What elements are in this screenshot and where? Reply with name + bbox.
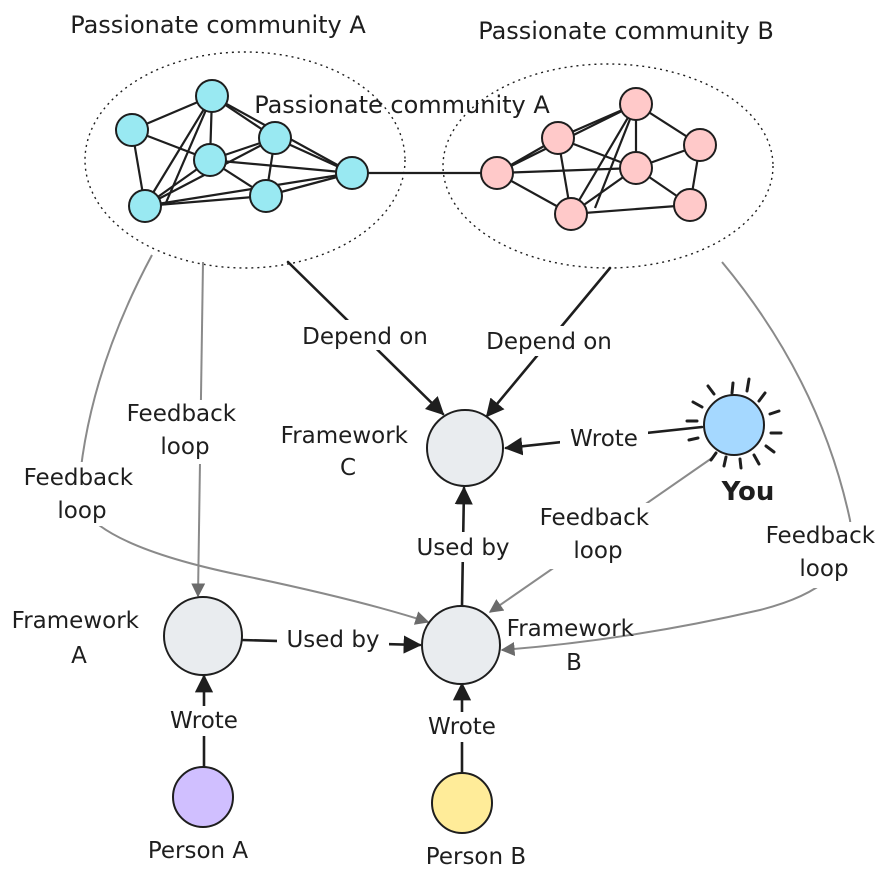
feedback-loop-you-bg (536, 503, 660, 569)
community-a-inner-title: Passionate community A (254, 91, 550, 119)
community-b-node (683, 128, 717, 162)
feedback-loop-right-label: Feedback loop (766, 523, 883, 582)
framework-a-label: Framework A (12, 608, 147, 669)
wrote-person-b-label: Wrote (428, 714, 496, 740)
community-a-node (335, 156, 369, 190)
framework-a-node (163, 596, 243, 676)
you-node (703, 394, 765, 456)
feedback-loop-outer-left-label: Feedback loop (24, 465, 141, 524)
community-a-nodes (115, 79, 369, 223)
community-b-node (554, 197, 588, 231)
community-a-node (249, 179, 283, 213)
framework-c-label: Framework C (281, 423, 416, 481)
person-b-node (431, 772, 493, 834)
depend-on-right-label-bg (478, 326, 620, 356)
community-a-node (128, 189, 162, 223)
community-b-node (673, 188, 707, 222)
community-b-node (619, 87, 653, 121)
feedback-loop-outer-left-bg (24, 462, 136, 526)
wrote-person-a-label-bg (160, 706, 248, 736)
community-b-nodes (480, 87, 717, 231)
depend-on-left-label: Depend on (302, 324, 428, 350)
community-b-node (480, 156, 514, 190)
depend-on-right-label: Depend on (486, 329, 612, 355)
framework-b-node (421, 605, 501, 685)
feedback-loop-arrow-b-to-framework-b (500, 261, 852, 656)
community-b-title: Passionate community B (478, 17, 774, 45)
wrote-you-label-bg (560, 424, 648, 452)
feedback-loop-inner-left-bg (133, 400, 237, 464)
community-b-node (619, 151, 653, 185)
used-by-b-to-c-label-bg (406, 532, 520, 562)
community-a-node (258, 121, 292, 155)
used-by-b-to-c-label: Used by (416, 535, 509, 561)
sun-icon (685, 377, 783, 470)
feedback-loop-right-bg (760, 522, 888, 588)
wrote-person-b-label-bg (418, 712, 506, 742)
community-a-boundary (84, 51, 406, 269)
used-by-a-to-b-label-bg (277, 624, 389, 654)
community-b-boundary (442, 63, 774, 269)
feedback-loop-you-label: Feedback loop (540, 505, 657, 564)
feedback-loop-inner-left-label: Feedback loop (127, 401, 244, 460)
depend-on-left-label-bg (294, 320, 436, 350)
wrote-person-a-label: Wrote (170, 708, 238, 734)
person-a-label: Person A (148, 838, 249, 864)
community-b-network-edges (496, 102, 702, 216)
community-a-title: Passionate community A (70, 11, 366, 39)
wrote-you-label: Wrote (570, 426, 638, 452)
community-a-node (193, 143, 227, 177)
framework-b-label: Framework B (507, 616, 642, 676)
person-b-label: Person B (426, 844, 526, 870)
used-by-a-to-b-label: Used by (286, 627, 379, 653)
you-label: You (721, 477, 775, 507)
person-a-node (172, 766, 234, 828)
community-b-node (541, 121, 575, 155)
framework-c-node (426, 409, 504, 487)
feedback-loop-arrow-a-to-framework-b (76, 254, 430, 625)
community-a-node (195, 79, 229, 113)
community-a-node (115, 113, 149, 147)
